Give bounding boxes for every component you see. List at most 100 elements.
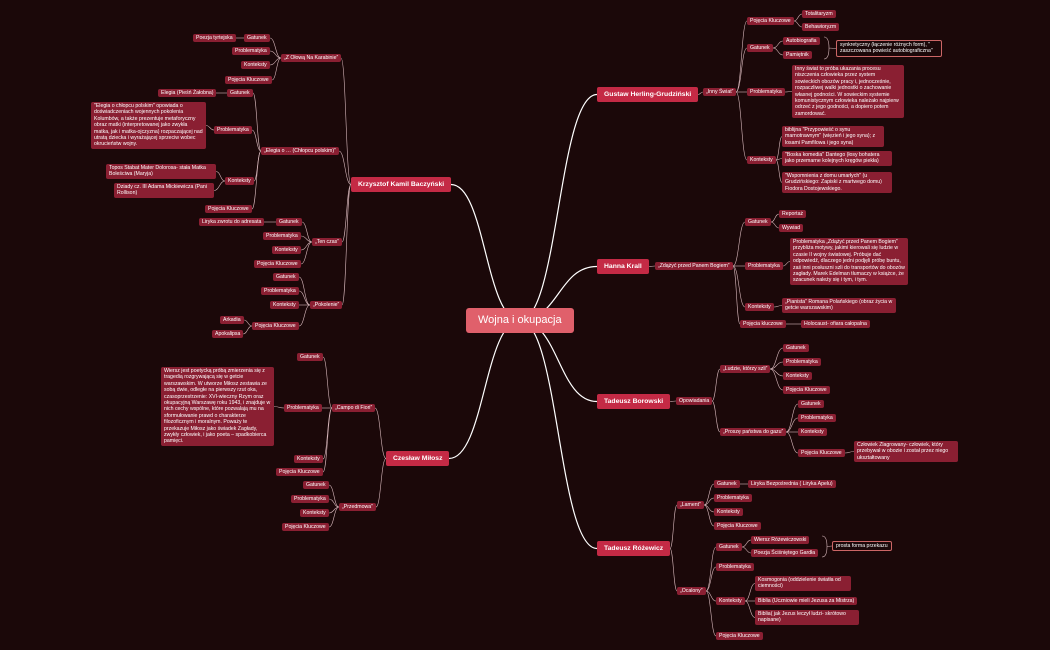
- pokolenie-pojecie-arkadia[interactable]: Arkadia: [220, 316, 244, 325]
- inny-problematyka-text[interactable]: Inny świat to próba ukazania procesu nis…: [792, 65, 904, 119]
- zdazyc-konteksty[interactable]: Konteksty: [745, 303, 774, 312]
- prosze-pojecia[interactable]: Pojęcia Kluczowe: [798, 449, 845, 458]
- ludzie-gatunek[interactable]: Gatunek: [783, 344, 809, 353]
- ten-czas-gatunek[interactable]: Gatunek: [276, 218, 302, 227]
- pokolenie-problematyka[interactable]: Problematyka: [261, 287, 299, 296]
- zdazyc-gatunek-reportaz[interactable]: Reportaż: [779, 210, 807, 219]
- ocalony-gatunek-note[interactable]: prosta forma przekazu: [832, 541, 892, 552]
- lament-gatunek-value[interactable]: Liryka Bezpośrednia ( Liryka Apelu): [748, 480, 836, 489]
- ocalony-gatunek[interactable]: Gatunek: [716, 543, 742, 552]
- ocalony-gatunek-wiersz[interactable]: Wiersz Różewiczowski: [751, 536, 810, 545]
- prosze-problematyka[interactable]: Problematyka: [798, 414, 836, 423]
- campo-konteksty[interactable]: Konteksty: [294, 455, 323, 464]
- work-ocalony[interactable]: „Ocalony”: [677, 587, 706, 596]
- elegia-gatunek[interactable]: Gatunek: [227, 89, 253, 98]
- elegia-konteksty[interactable]: Konteksty: [225, 177, 254, 186]
- inny-problematyka[interactable]: Problematyka: [747, 88, 785, 97]
- pokolenie-konteksty[interactable]: Konteksty: [270, 301, 299, 310]
- author-krall[interactable]: Hanna Krall: [597, 259, 649, 274]
- campo-problematyka-text[interactable]: Wiersz jest poetycką próbą zmierzenia si…: [161, 367, 274, 446]
- author-baczynski[interactable]: Krzysztof Kamil Baczyński: [351, 177, 452, 192]
- borowski-opowiadania[interactable]: Opowiadania: [676, 397, 713, 406]
- elegia-problematyka[interactable]: Problematyka: [214, 126, 252, 135]
- pokolenie-pojecie-apokalipsa[interactable]: Apokalipsa: [212, 330, 244, 339]
- connector-line: [375, 458, 387, 508]
- root-node[interactable]: Wojna i okupacja: [466, 308, 574, 333]
- ten-czas-problematyka[interactable]: Problematyka: [263, 232, 301, 241]
- prosze-konteksty[interactable]: Konteksty: [798, 428, 827, 437]
- ludzie-pojecia[interactable]: Pojęcia Kluczowe: [783, 386, 830, 395]
- ten-czas-gatunek-value[interactable]: Liryka zwrotu do adresata: [199, 218, 265, 227]
- ocalony-pojecia[interactable]: Pojęcia Kluczowe: [716, 632, 763, 641]
- zdazyc-pojecie-holocaust[interactable]: Holocaust- ofiara całopalna: [801, 320, 870, 329]
- inny-gatunek[interactable]: Gatunek: [747, 44, 773, 53]
- ludzie-konteksty[interactable]: Konteksty: [783, 372, 812, 381]
- work-lament[interactable]: „Lament”: [677, 501, 704, 510]
- zdazyc-problematyka-text[interactable]: Problematyka „Zdążyć przed Panem Bogiem”…: [790, 238, 908, 285]
- zdazyc-kontekst-1[interactable]: „Pianista” Romana Polańskiego (obraz życ…: [782, 298, 896, 313]
- prosze-pojecie-zlagrowany[interactable]: Człowiek Zlagrowany- człowiek, który prz…: [854, 441, 958, 463]
- lament-pojecia[interactable]: Pojęcia Kluczowe: [714, 522, 761, 531]
- author-milosz[interactable]: Czesław Miłosz: [386, 451, 450, 466]
- inny-kontekst-2[interactable]: "Boska komedia" Dantego (łosy bohatera j…: [782, 151, 892, 166]
- pokolenie-gatunek[interactable]: Gatunek: [273, 273, 299, 282]
- ten-czas-pojecia[interactable]: Pojęcia Kluczowe: [254, 260, 301, 269]
- z-olowa-konteksty[interactable]: Konteksty: [241, 61, 270, 70]
- z-olowa-gatunek[interactable]: Gatunek: [244, 34, 270, 43]
- inny-kontekst-3[interactable]: "Wspomnienia z domu umarłych" (u Grudziń…: [782, 172, 892, 194]
- elegia-problematyka-text[interactable]: "Elegia o chłopcu polskim" opowiada o do…: [91, 102, 206, 149]
- ocalony-kontekst-2[interactable]: Biblia (Uczniowie mieli Jezusa za Mistrz…: [755, 597, 858, 606]
- work-przedmowa[interactable]: „Przedmowa”: [339, 503, 376, 512]
- author-herling[interactable]: Gustaw Herling-Grudziński: [597, 87, 699, 102]
- lament-konteksty[interactable]: Konteksty: [714, 508, 743, 517]
- work-ludzie[interactable]: „Ludzie, którzy szli”: [720, 365, 771, 374]
- author-rozewicz[interactable]: Tadeusz Różewicz: [597, 541, 671, 556]
- campo-problematyka[interactable]: Problematyka: [284, 404, 322, 413]
- ocalony-kontekst-1[interactable]: Kosmogonia (oddzielenie światła od ciemn…: [755, 576, 851, 591]
- work-campo[interactable]: „Campo di Fiori”: [332, 404, 376, 413]
- przedmowa-pojecia[interactable]: Pojęcia Kluczowe: [282, 523, 329, 532]
- inny-pojecia[interactable]: Pojęcia Kluczowe: [747, 17, 794, 26]
- ten-czas-konteksty[interactable]: Konteksty: [272, 246, 301, 255]
- prosze-gatunek[interactable]: Gatunek: [798, 400, 824, 409]
- inny-gatunek-note[interactable]: synkretyczny (łączenie różnych form), " …: [836, 40, 942, 57]
- z-olowa-gatunek-value[interactable]: Poezja tyrtejska: [193, 34, 236, 43]
- inny-pojecie-behawioryzm[interactable]: Behawioryzm: [802, 23, 840, 32]
- ludzie-problematyka[interactable]: Problematyka: [783, 358, 821, 367]
- work-zdazyc[interactable]: „Zdążyć przed Panem Bogiem”: [655, 262, 733, 271]
- campo-gatunek[interactable]: Gatunek: [297, 353, 323, 362]
- pokolenie-pojecia[interactable]: Pojęcia Kluczowe: [252, 322, 299, 331]
- work-inny-swiat[interactable]: „Inny Świat”: [703, 88, 737, 97]
- lament-problematyka[interactable]: Problematyka: [714, 494, 752, 503]
- campo-pojecia[interactable]: Pojęcia Kluczowe: [276, 468, 323, 477]
- work-z-olowa[interactable]: „Z Ołową Na Karabinie”: [281, 54, 342, 63]
- author-borowski[interactable]: Tadeusz Borowski: [597, 394, 671, 409]
- ocalony-konteksty[interactable]: Konteksty: [716, 597, 745, 606]
- elegia-kontekst-1[interactable]: Topos Stabat Mater Dolorosa- stała Matka…: [106, 164, 216, 179]
- przedmowa-gatunek[interactable]: Gatunek: [303, 481, 329, 490]
- work-elegia[interactable]: „Elegia o … (Chłopcu polskim)”: [261, 147, 339, 156]
- z-olowa-problematyka[interactable]: Problematyka: [232, 47, 270, 56]
- inny-gatunek-autobiografia[interactable]: Autobiografia: [783, 37, 820, 46]
- inny-pojecie-totalitaryzm[interactable]: Totalitaryzm: [802, 10, 836, 19]
- zdazyc-pojecia[interactable]: Pojęcia kluczowe: [740, 320, 786, 329]
- ocalony-gatunek-poezja[interactable]: Poezja Ściśniętego Gardła: [751, 549, 819, 558]
- elegia-kontekst-2[interactable]: Dziady cz. III Adama Mickiewicza (Pani R…: [114, 183, 214, 198]
- ocalony-problematyka[interactable]: Problematyka: [716, 563, 754, 572]
- z-olowa-pojecia[interactable]: Pojęcia Kluczowe: [225, 76, 272, 85]
- przedmowa-konteksty[interactable]: Konteksty: [300, 509, 329, 518]
- work-ten-czas[interactable]: „Ten czas”: [312, 238, 342, 247]
- inny-kontekst-1[interactable]: biblijna "Przypowieść o synu marnotrawny…: [782, 126, 884, 148]
- zdazyc-gatunek[interactable]: Gatunek: [745, 218, 771, 227]
- work-pokolenie[interactable]: „Pokolenie”: [310, 301, 343, 310]
- zdazyc-problematyka[interactable]: Problematyka: [745, 262, 783, 271]
- elegia-gatunek-value[interactable]: Elegia (Pieśń Żałobna): [158, 89, 217, 98]
- elegia-pojecia[interactable]: Pojęcia Kluczowe: [205, 205, 252, 214]
- inny-gatunek-pamietnik[interactable]: Pamiętnik: [783, 51, 812, 60]
- inny-konteksty[interactable]: Konteksty: [747, 156, 776, 165]
- ocalony-kontekst-3[interactable]: Biblia( jak Jezus leczył ludzi- skrótowo…: [755, 610, 859, 625]
- zdazyc-gatunek-wywiad[interactable]: Wywiad: [779, 224, 804, 233]
- work-prosze[interactable]: „Proszę państwa do gazu”: [720, 428, 787, 437]
- przedmowa-problematyka[interactable]: Problematyka: [291, 495, 329, 504]
- lament-gatunek[interactable]: Gatunek: [714, 480, 740, 489]
